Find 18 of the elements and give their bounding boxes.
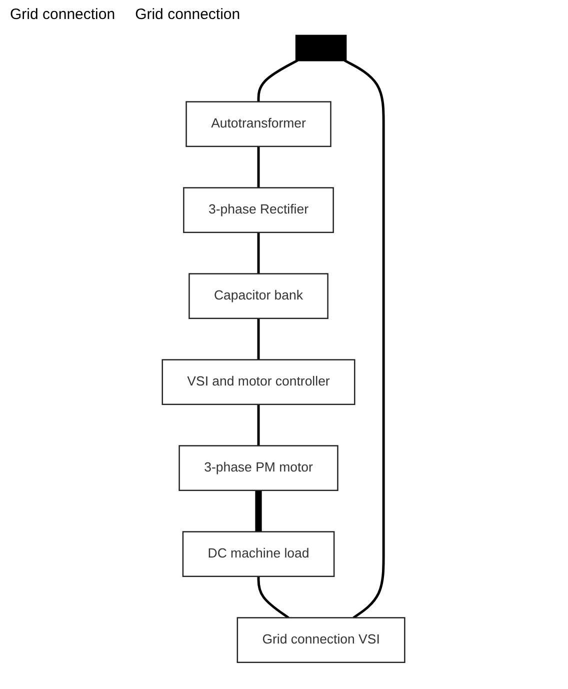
node-box: DC machine load bbox=[182, 531, 336, 577]
connector bbox=[344, 59, 386, 619]
connector bbox=[258, 576, 290, 619]
connector bbox=[256, 490, 262, 532]
note-text: Grid connection bbox=[135, 6, 240, 23]
node-box: VSI and motor controller bbox=[162, 359, 356, 406]
node-bar bbox=[296, 34, 348, 62]
node-box: 3-phase Rectifier bbox=[184, 187, 334, 234]
node-box: Capacitor bank bbox=[189, 273, 329, 320]
node-box: Autotransformer bbox=[186, 101, 332, 148]
connector bbox=[258, 232, 260, 274]
node-box: Grid connection VSI bbox=[237, 617, 406, 663]
note-text: Grid connection bbox=[10, 6, 116, 23]
connector bbox=[258, 146, 260, 188]
connector bbox=[258, 59, 299, 102]
connector bbox=[258, 404, 260, 446]
connector bbox=[258, 318, 260, 360]
node-box: 3-phase PM motor bbox=[179, 445, 339, 492]
